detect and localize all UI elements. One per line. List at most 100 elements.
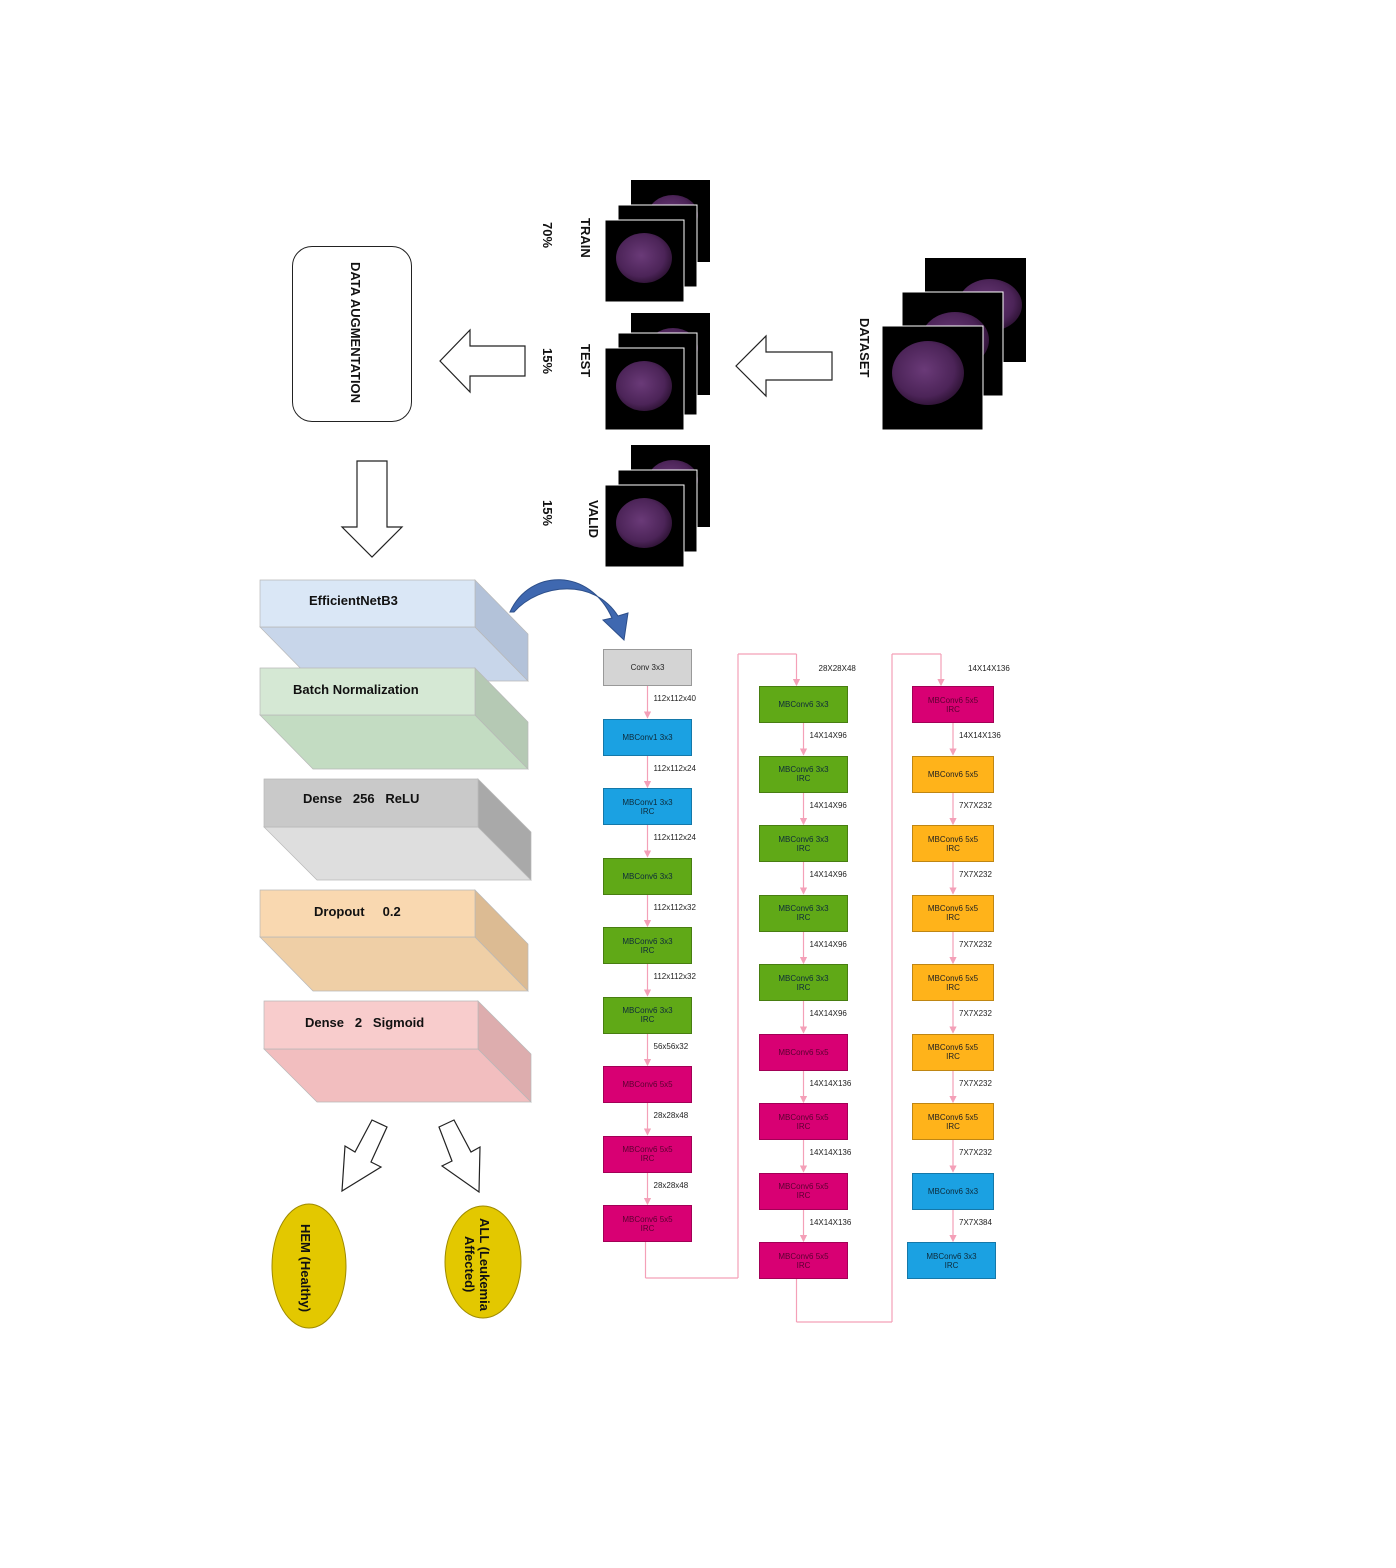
network-block: MBConv6 5x5 [603, 1066, 692, 1103]
network-block-label: MBConv6 5x5 [927, 695, 979, 705]
layer-slab-front-face [259, 889, 476, 938]
augmentation-to-model-arrow [340, 460, 404, 558]
dataset-to-split-arrow [735, 334, 833, 398]
network-block-label: MBConv1 3x3 [622, 732, 673, 742]
hem-output-label: HEM (Healthy) [298, 1223, 313, 1313]
network-block-label: IRC [946, 843, 960, 853]
network-block-label: IRC [796, 982, 811, 992]
tensor-dimension-label: 28x28x48 [653, 1111, 689, 1120]
network-block-label: Conv 3x3 [630, 663, 665, 672]
tensor-dimension-label: 7X7X232 [959, 800, 992, 810]
network-block-label: IRC [640, 1223, 655, 1233]
dataset-image-stack [881, 258, 1026, 431]
network-block-label: MBConv6 5x5 [778, 1047, 829, 1057]
output-arrow-all [438, 1119, 481, 1194]
network-block-label: IRC [944, 1260, 959, 1270]
test-image-stack [604, 313, 710, 431]
tensor-dimension-label: 28x28x48 [653, 1180, 689, 1190]
layer-label-dense-relu: Dense 256 ReLU [303, 791, 420, 806]
tensor-dimension-label: 14X14X136 [809, 1078, 852, 1088]
network-block-label: MBConv6 3x3 [926, 1251, 977, 1261]
network-block-label: MBConv1 3x3 [622, 797, 673, 807]
tensor-dimension-label: 14X14X136 [968, 664, 1010, 673]
network-block-label: IRC [796, 774, 811, 783]
network-block-label: IRC [796, 1260, 811, 1270]
layer-label-dense-sigmoid: Dense 2 Sigmoid [305, 1015, 425, 1030]
tensor-dimension-label: 7X7X232 [959, 1148, 992, 1157]
train-split-percent: 70% [540, 222, 555, 249]
tensor-dimension-label: 112x112x40 [653, 694, 696, 703]
tensor-dimension-label: 14X14X96 [809, 731, 847, 740]
network-block: MBConv6 5x5 [759, 1033, 848, 1071]
network-block-label: IRC [946, 704, 960, 714]
test-split-percent: 15% [540, 348, 555, 375]
output-arrow-hem [341, 1119, 388, 1193]
network-block-label: MBConv6 3x3 [778, 765, 829, 774]
split-to-augmentation-arrow [439, 328, 526, 394]
all-output-ellipse [444, 1205, 522, 1319]
network-block-label: MBConv6 5x5 [622, 1080, 673, 1089]
layer-label-efficientnet: EfficientNetB3 [309, 593, 398, 608]
network-block-label: MBConv6 5x5 [927, 904, 979, 913]
network-connectors [643, 653, 957, 1323]
valid-image-stack [604, 445, 710, 568]
layer-slab-front-face [259, 667, 476, 716]
augmentation-label: DATA AUGMENTATION [348, 262, 363, 404]
network-block-label: MBConv6 3x3 [778, 973, 829, 983]
network-block-label: IRC [796, 843, 811, 853]
network-block-label: MBConv6 5x5 [927, 834, 979, 844]
augmentation-box [292, 246, 412, 422]
tensor-dimension-label: 14X14X96 [809, 870, 847, 879]
network-block: MBConv6 3x3 [603, 857, 692, 895]
network-block-label: MBConv6 5x5 [622, 1214, 673, 1224]
layer-slab-front-face [263, 1000, 479, 1050]
network-block-label: MBConv6 5x5 [927, 1043, 979, 1052]
tensor-dimension-label: 14X14X136 [809, 1148, 852, 1157]
network-block: Conv 3x3 [603, 649, 692, 686]
network-block-label: MBConv6 3x3 [778, 700, 829, 709]
network-block-label: IRC [640, 806, 655, 816]
train-image-stack [604, 180, 710, 303]
network-block-label: MBConv6 3x3 [927, 1186, 979, 1196]
network-block-label: MBConv6 5x5 [778, 1112, 829, 1122]
network-block-label: MBConv6 3x3 [622, 936, 673, 946]
network-block-label: IRC [946, 1052, 960, 1061]
tensor-dimension-label: 14X14X136 [959, 731, 1001, 740]
network-block-label: MBConv6 5x5 [927, 769, 979, 779]
layer-slab-front-face [263, 778, 479, 828]
dataset-label: DATASET [857, 318, 872, 378]
network-block-label: MBConv6 5x5 [778, 1182, 829, 1191]
network-block-label: IRC [640, 945, 655, 955]
network-block-label: IRC [946, 982, 960, 992]
valid-split-percent: 15% [540, 500, 555, 527]
network-block-label: MBConv6 5x5 [927, 973, 979, 983]
valid-split-label: VALID [586, 500, 601, 539]
model-layers [259, 579, 532, 1103]
efficientnet-expand-arrow [509, 579, 629, 642]
network-block: MBConv6 5x5 [912, 755, 994, 793]
tensor-dimension-label: 14X14X136 [809, 1217, 852, 1227]
network-block-label: IRC [640, 1154, 655, 1163]
tensor-dimension-label: 7X7X232 [959, 1009, 992, 1018]
test-split-label: TEST [578, 344, 593, 378]
tensor-dimension-label: 112x112x32 [653, 902, 696, 912]
network-block-label: IRC [640, 1015, 655, 1024]
network-block-label: MBConv6 3x3 [622, 1006, 673, 1015]
network-block-label: IRC [796, 1121, 811, 1131]
tensor-dimension-label: 112x112x32 [653, 972, 696, 981]
